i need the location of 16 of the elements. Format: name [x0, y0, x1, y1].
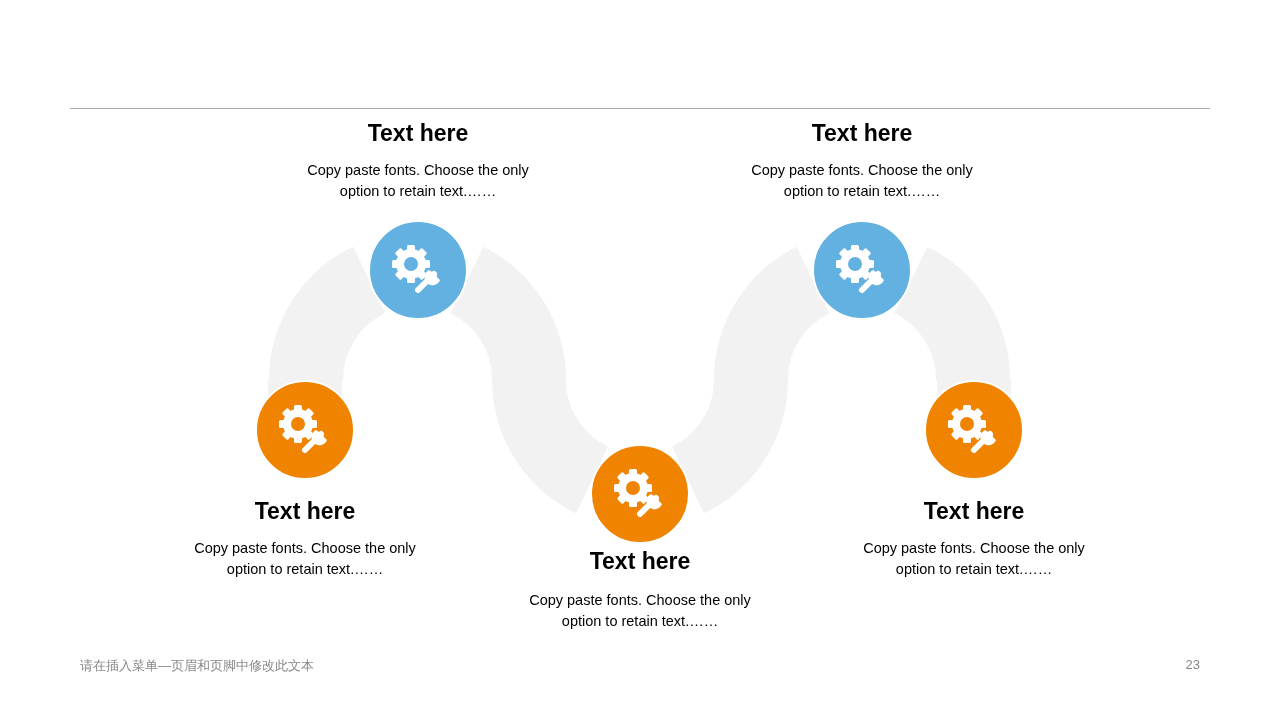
step-description: Copy paste fonts. Choose the only option to retain text.…… [750, 161, 974, 201]
wave-band-connector [669, 247, 832, 513]
step-description: Copy paste fonts. Choose the only option to retain text.…… [528, 591, 752, 631]
step-description: Copy paste fonts. Choose the only option to retain text.…… [193, 539, 417, 579]
step-heading: Text here [589, 548, 691, 575]
step-heading: Text here [254, 498, 356, 525]
step-description: Copy paste fonts. Choose the only option to retain text.…… [306, 161, 530, 201]
step-description: Copy paste fonts. Choose the only option to retain text.…… [862, 539, 1086, 579]
wave-band-connector [448, 247, 611, 513]
wave-band-connector [269, 247, 388, 383]
step-heading: Text here [923, 498, 1025, 525]
footer-text: 请在插入菜单—页眉和页脚中修改此文本 [80, 657, 314, 675]
page-number: 23 [1185, 657, 1200, 672]
wave-band-connector [892, 247, 1010, 383]
step-heading: Text here [367, 120, 469, 147]
step-heading: Text here [811, 120, 913, 147]
